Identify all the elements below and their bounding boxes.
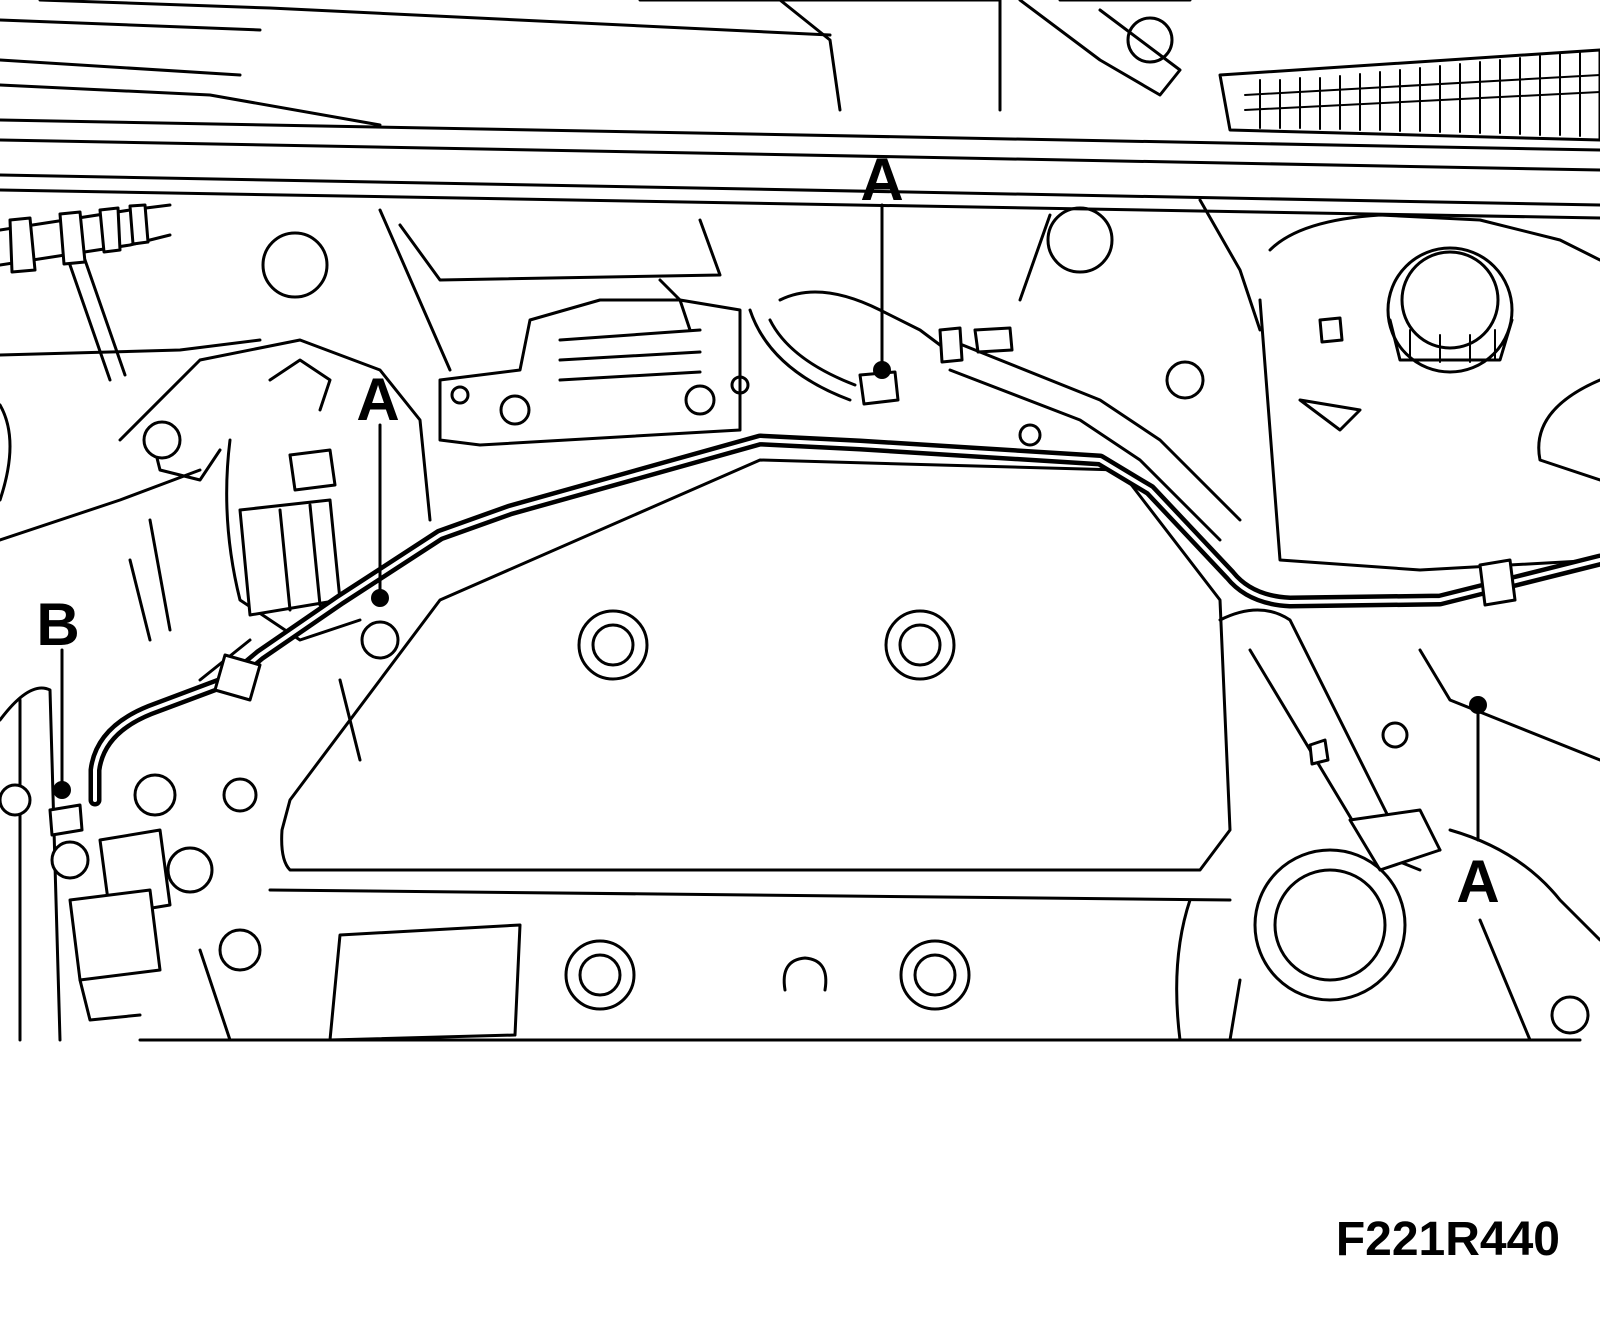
right-lower-components — [1175, 608, 1600, 1042]
callout-dot-a-right — [1469, 696, 1487, 714]
throttle-body-area — [118, 338, 432, 682]
callout-label-a-right: A — [1456, 848, 1499, 915]
callout-dot-a-top — [873, 361, 891, 379]
wiring-harness — [48, 433, 1600, 837]
callout-label-b: B — [36, 591, 79, 658]
center-brackets — [438, 278, 1242, 542]
callout-label-a-left: A — [356, 366, 399, 433]
left-lower-components — [0, 620, 400, 1042]
expansion-tank — [1258, 213, 1600, 572]
cover-bolts — [564, 609, 971, 1011]
bulkhead-details — [0, 198, 1262, 542]
callout-dot-a-left — [371, 589, 389, 607]
callout-dot-b — [53, 781, 71, 799]
upper-body-panels — [0, 0, 1600, 220]
callout-label-a-top: A — [860, 146, 903, 213]
figure-code: F221R440 — [1336, 1213, 1560, 1266]
callout-leaders — [53, 203, 1487, 842]
